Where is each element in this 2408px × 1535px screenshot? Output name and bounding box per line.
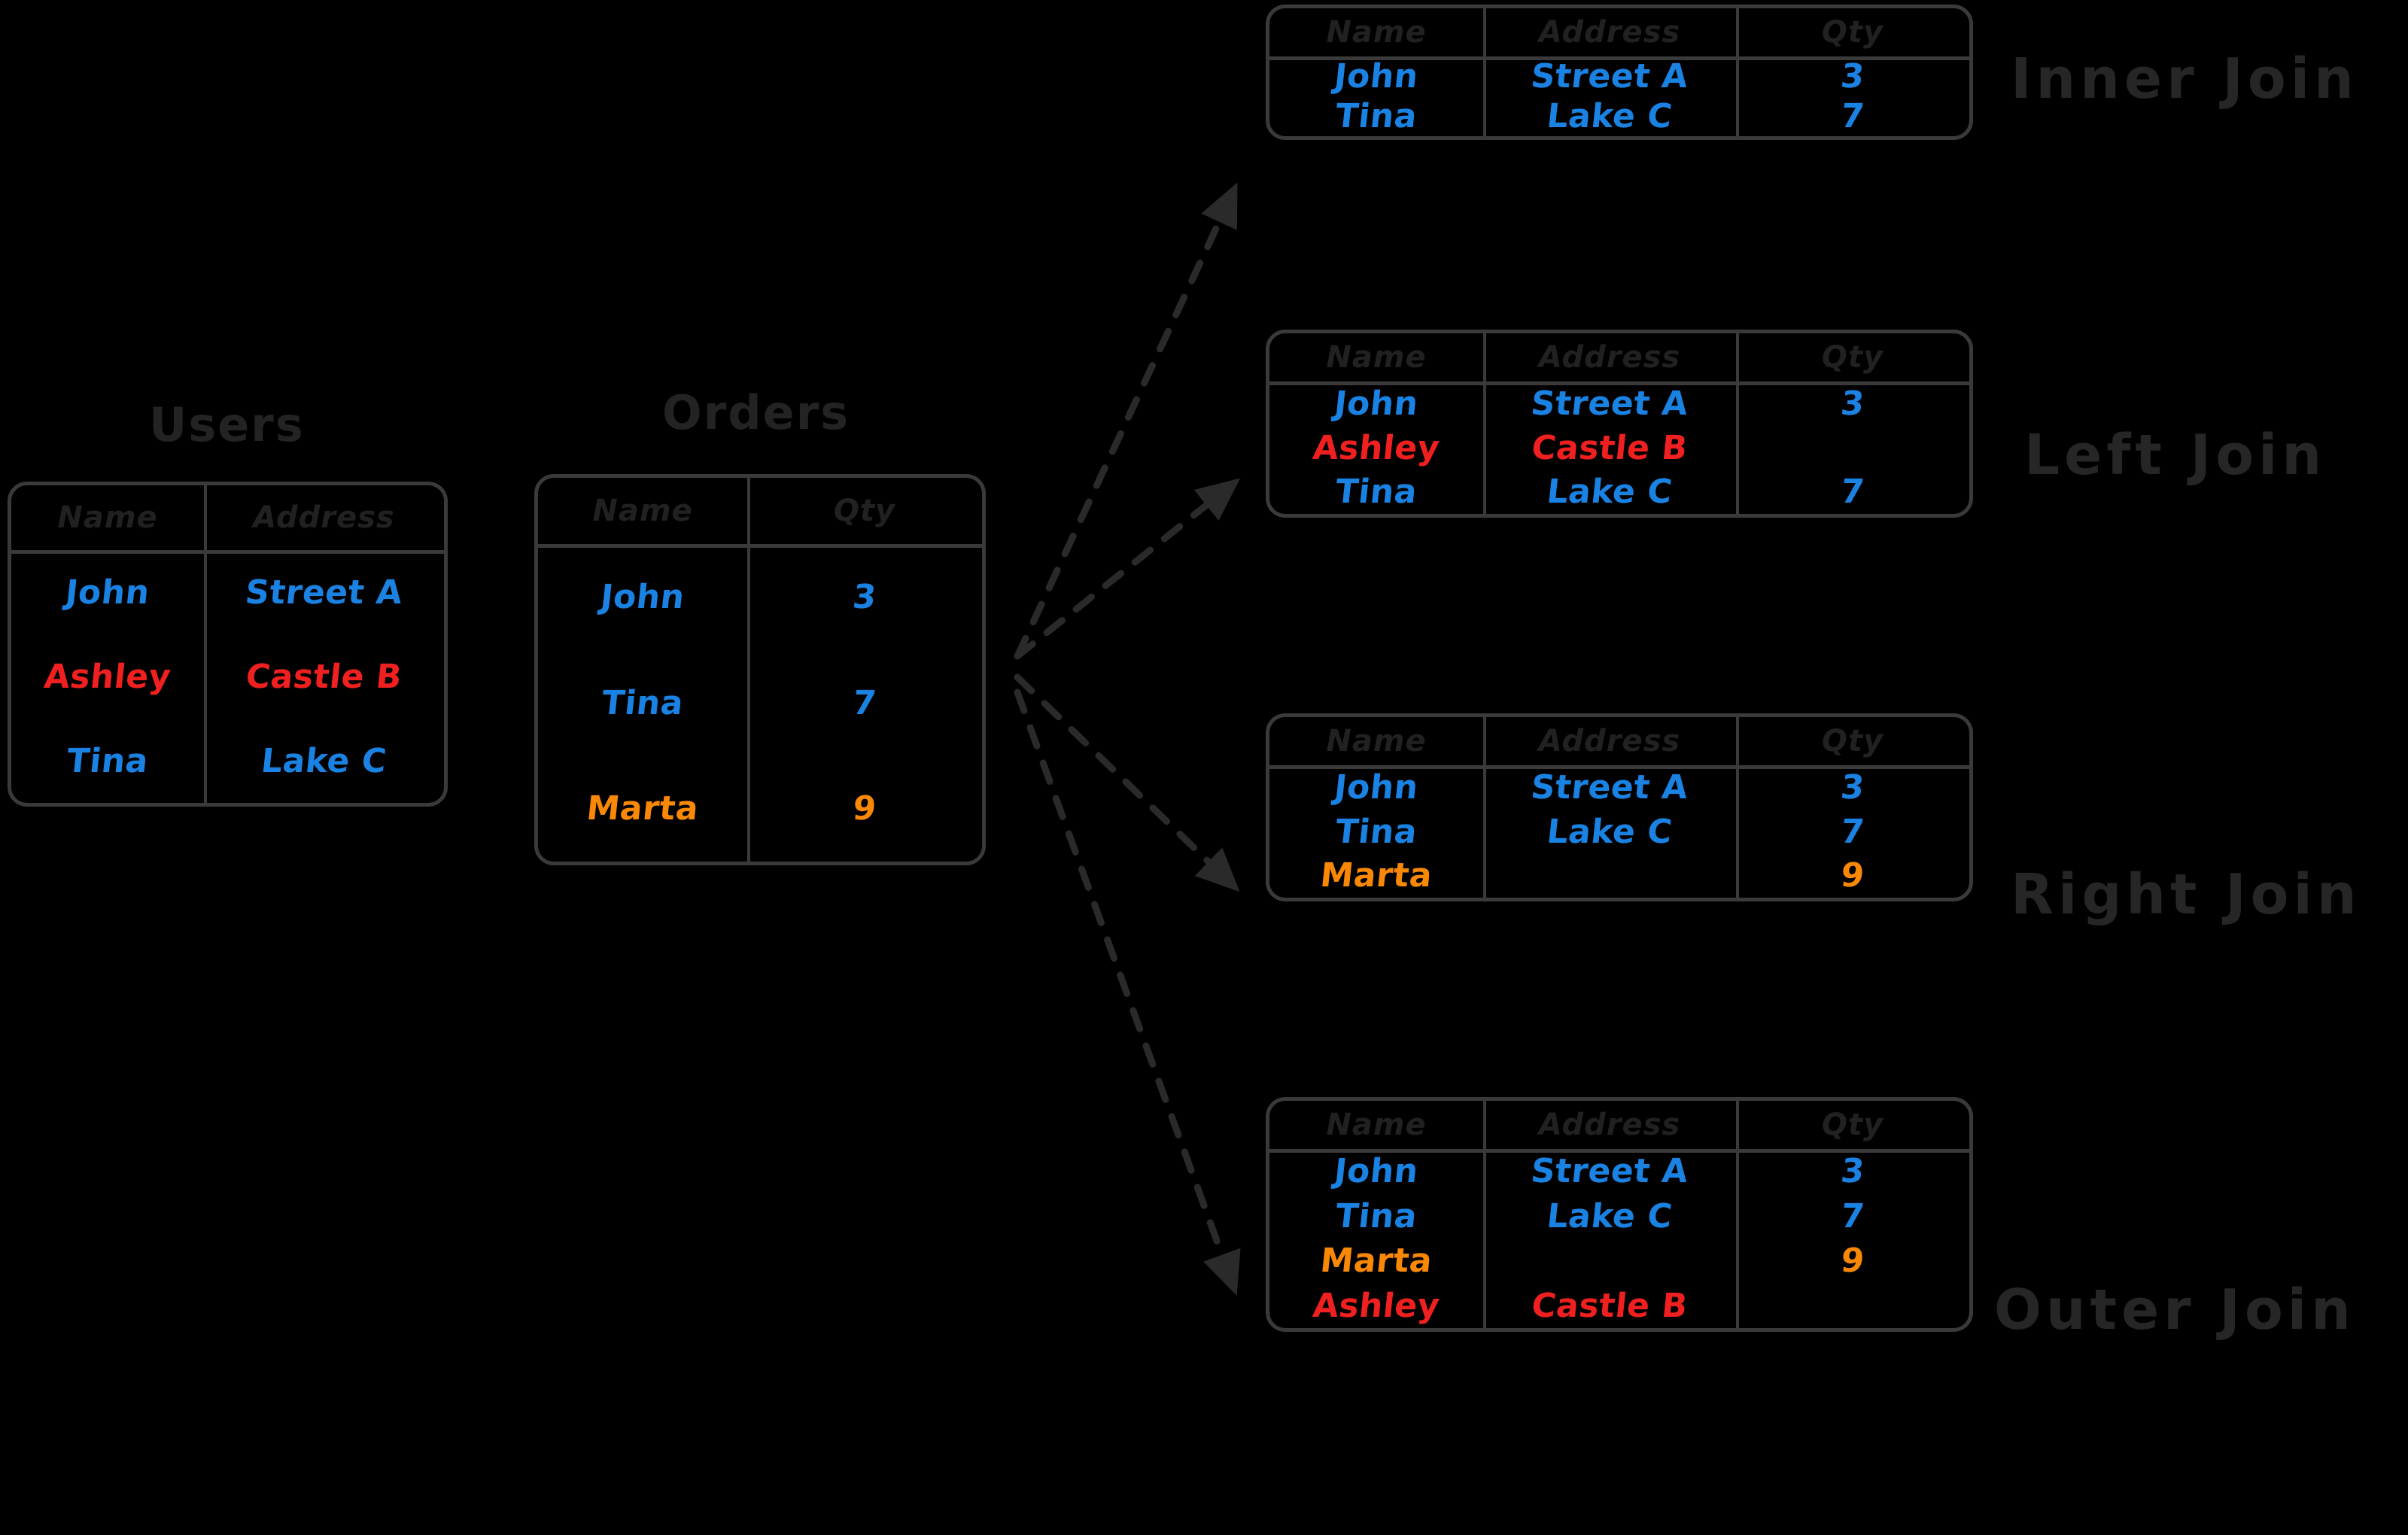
- users-cell-address: Castle B: [244, 657, 404, 696]
- right-join-cell-name: Tina: [1333, 812, 1419, 851]
- users-cell-name: Tina: [65, 741, 150, 780]
- left-join-divider-1: [1483, 333, 1486, 514]
- left-join-divider-2: [1736, 333, 1739, 514]
- outer-join-cell-address: Lake C: [1545, 1196, 1674, 1236]
- inner-join-cell-name: Tina: [1333, 97, 1419, 135]
- orders-cell-qty: 9: [850, 789, 879, 828]
- users-column-divider: [204, 485, 207, 803]
- right-join-cell-name: John: [1332, 768, 1421, 807]
- outer-join-cell-address: Street A: [1529, 1152, 1690, 1191]
- inner-join-cell-address: Street A: [1529, 57, 1690, 96]
- orders-column-divider: [747, 478, 750, 862]
- orders-header-name: Name: [592, 494, 693, 528]
- inner-join-label: Inner Join: [2011, 47, 2358, 111]
- inner-join-cell-qty: 7: [1838, 97, 1867, 135]
- orders-cell-name: Marta: [585, 789, 701, 828]
- outer-join-label: Outer Join: [1994, 1278, 2355, 1342]
- arrow-to-left-join: [1014, 478, 1241, 660]
- users-cell-address: Lake C: [259, 741, 389, 780]
- left-join-cell-name: John: [1332, 384, 1421, 423]
- outer-join-divider-1: [1483, 1101, 1486, 1328]
- left-join-cell-address: Street A: [1529, 384, 1690, 423]
- users-table-title: Users: [149, 397, 305, 452]
- inner-join-header-qty: Qty: [1821, 15, 1884, 50]
- orders-header-divider: [538, 544, 982, 548]
- left-join-cell-qty: 3: [1838, 384, 1867, 423]
- outer-join-cell-address: Castle B: [1529, 1286, 1690, 1325]
- left-join-cell-name: Tina: [1333, 473, 1419, 512]
- orders-table: Name Qty John 3 Tina 7 Marta 9: [534, 474, 986, 865]
- outer-join-cell-name: Marta: [1318, 1242, 1434, 1281]
- inner-join-cell-qty: 3: [1838, 57, 1867, 96]
- right-join-cell-address: [1481, 853, 1738, 898]
- right-join-header-qty: Qty: [1821, 724, 1884, 758]
- left-join-header-qty: Qty: [1821, 340, 1884, 375]
- arrow-to-inner-join: [1014, 182, 1238, 660]
- outer-join-cell-name: John: [1332, 1152, 1421, 1191]
- right-join-header-name: Name: [1326, 724, 1427, 758]
- right-join-cell-address: Lake C: [1545, 812, 1674, 851]
- inner-join-header-address: Address: [1538, 15, 1681, 50]
- users-header-name: Name: [57, 500, 158, 535]
- inner-join-cell-name: John: [1332, 57, 1421, 96]
- inner-join-divider-2: [1736, 8, 1739, 136]
- left-join-header-address: Address: [1538, 340, 1681, 375]
- orders-header-qty: Qty: [833, 494, 896, 528]
- inner-join-divider-1: [1483, 8, 1486, 136]
- right-join-table: Name Address Qty John Street A 3 Tina La…: [1266, 713, 1973, 901]
- left-join-header-divider: [1269, 381, 1969, 385]
- outer-join-cell-qty: [1734, 1284, 1972, 1329]
- right-join-divider-2: [1736, 717, 1739, 898]
- users-header-address: Address: [253, 500, 395, 535]
- left-join-cell-address: Lake C: [1545, 473, 1674, 512]
- right-join-header-address: Address: [1538, 724, 1681, 758]
- arrow-to-outer-join: [1014, 688, 1241, 1296]
- users-cell-name: Ashley: [42, 657, 173, 696]
- inner-join-header-divider: [1269, 56, 1969, 60]
- users-cell-name: John: [63, 573, 152, 612]
- inner-join-table: Name Address Qty John Street A 3 Tina La…: [1266, 5, 1973, 140]
- left-join-cell-address: Castle B: [1529, 428, 1690, 467]
- right-join-cell-name: Marta: [1318, 856, 1434, 895]
- right-join-divider-1: [1483, 717, 1486, 898]
- right-join-cell-address: Street A: [1529, 768, 1690, 807]
- users-header-divider: [11, 550, 444, 554]
- orders-cell-name: Tina: [600, 683, 686, 722]
- outer-join-cell-address: [1481, 1239, 1738, 1284]
- left-join-cell-qty: [1734, 426, 1972, 470]
- left-join-cell-name: Ashley: [1311, 428, 1442, 467]
- left-join-table: Name Address Qty John Street A 3 Ashley …: [1266, 330, 1973, 518]
- orders-cell-name: John: [598, 577, 687, 616]
- orders-cell-qty: 7: [850, 683, 879, 722]
- right-join-cell-qty: 9: [1838, 856, 1867, 895]
- outer-join-cell-qty: 9: [1838, 1242, 1867, 1281]
- outer-join-header-divider: [1269, 1149, 1969, 1153]
- outer-join-cell-qty: 7: [1838, 1196, 1867, 1236]
- outer-join-cell-qty: 3: [1838, 1152, 1867, 1191]
- left-join-cell-qty: 7: [1838, 473, 1867, 512]
- right-join-cell-qty: 7: [1838, 812, 1867, 851]
- outer-join-header-address: Address: [1538, 1108, 1681, 1142]
- users-cell-address: Street A: [243, 573, 405, 612]
- orders-cell-qty: 3: [850, 577, 879, 616]
- left-join-label: Left Join: [2024, 423, 2327, 488]
- inner-join-cell-address: Lake C: [1545, 97, 1674, 135]
- right-join-header-divider: [1269, 765, 1969, 769]
- outer-join-header-qty: Qty: [1821, 1108, 1884, 1142]
- outer-join-table: Name Address Qty John Street A 3 Tina La…: [1266, 1097, 1973, 1332]
- outer-join-cell-name: Ashley: [1311, 1286, 1442, 1325]
- orders-table-title: Orders: [662, 385, 850, 440]
- right-join-cell-qty: 3: [1838, 768, 1867, 807]
- outer-join-divider-2: [1736, 1101, 1739, 1328]
- outer-join-header-name: Name: [1326, 1108, 1427, 1142]
- left-join-header-name: Name: [1326, 340, 1427, 375]
- arrow-to-right-join: [1014, 673, 1240, 892]
- inner-join-header-name: Name: [1326, 15, 1427, 50]
- right-join-label: Right Join: [2011, 862, 2361, 927]
- outer-join-cell-name: Tina: [1333, 1196, 1419, 1236]
- users-table: Name Address John Street A Ashley Castle…: [8, 482, 448, 807]
